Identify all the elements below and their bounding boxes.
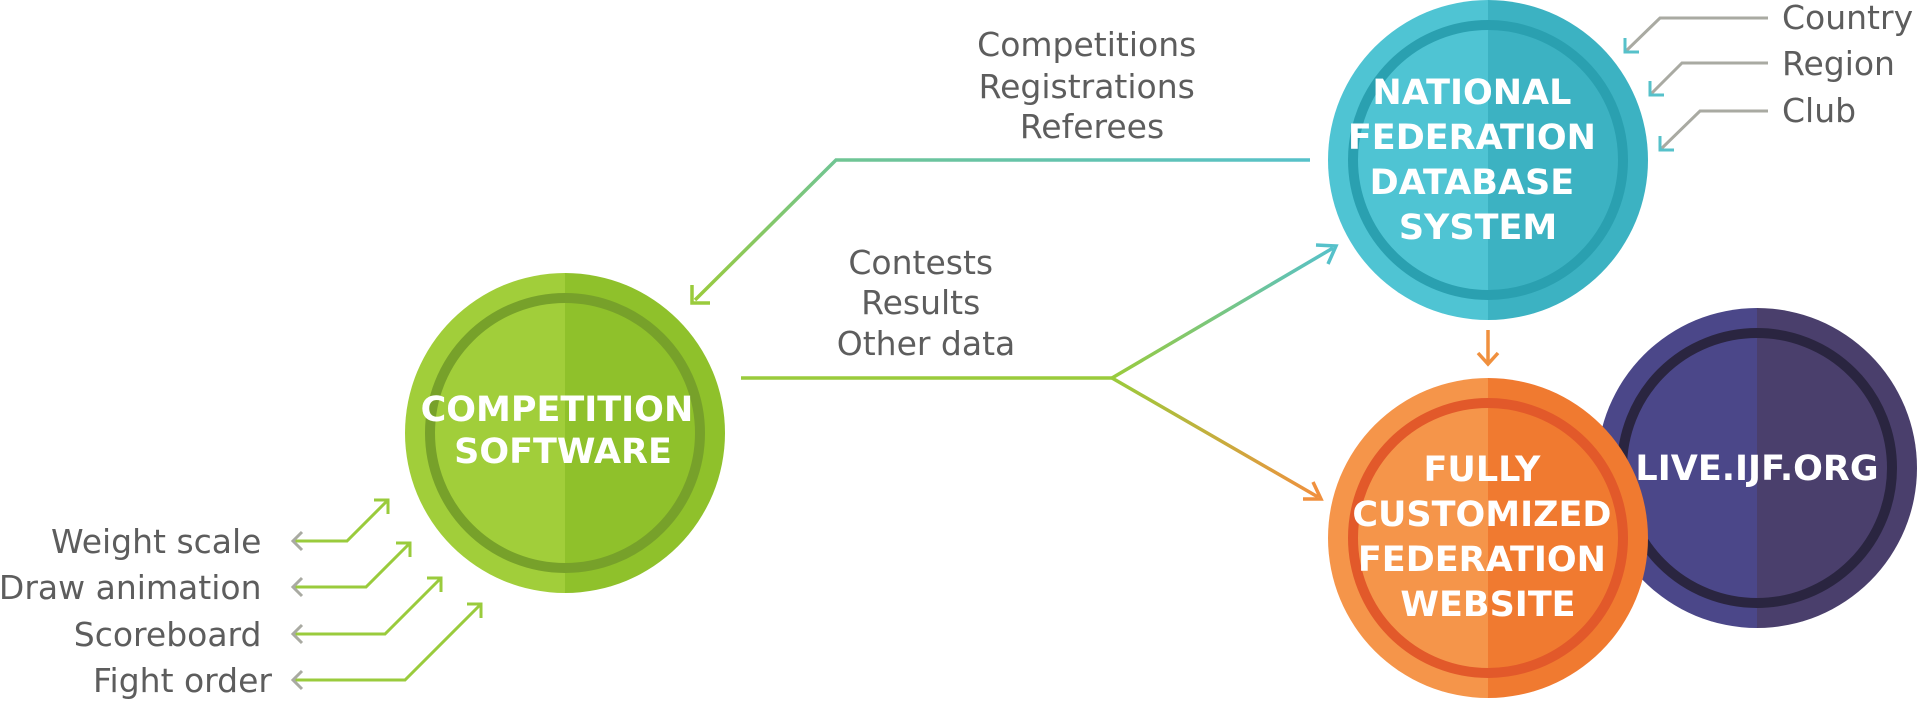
- website-label-line: FULLY: [1423, 450, 1540, 490]
- arrowhead-icon: [1303, 481, 1324, 501]
- middle-flow-labels: Contests Results Other data: [837, 243, 1016, 363]
- database-label-line: SYSTEM: [1399, 208, 1557, 248]
- device-output-label: Fight order: [93, 661, 272, 700]
- database-ring: [1348, 20, 1628, 300]
- software-to-outputs-connector: [741, 243, 1339, 501]
- arrowhead-icon: [1476, 351, 1500, 367]
- software-label-line: SOFTWARE: [454, 432, 672, 472]
- svg-text:COMPETITION SOFTWARE: COMPETITION SOFTWARE: [421, 390, 706, 472]
- middle-flow-label: Results: [861, 283, 980, 322]
- svg-text:NATIONAL FEDERATION: NATIONAL FEDERATION DATABASE SYSTEM: [1348, 73, 1608, 248]
- top-flow-label: Referees: [1020, 107, 1164, 146]
- software-label-line: COMPETITION: [421, 390, 694, 430]
- geo-input-arrows: [1623, 16, 1768, 152]
- database-label-line: NATIONAL: [1372, 73, 1571, 113]
- database-to-software-connector: [690, 158, 1310, 305]
- geo-input-labels: Country Region Club: [1782, 0, 1920, 130]
- database-node: NATIONAL FEDERATION DATABASE SYSTEM: [1328, 0, 1648, 320]
- database-label-line: DATABASE: [1370, 163, 1575, 203]
- database-label-line: FEDERATION: [1348, 118, 1596, 158]
- geo-input-label: Club: [1782, 91, 1856, 130]
- arrowhead-icon: [1315, 243, 1339, 265]
- middle-flow-label: Contests: [848, 243, 993, 282]
- website-ring: [1348, 398, 1628, 678]
- top-flow-label: Competitions: [977, 25, 1196, 64]
- arrowhead-icon: [690, 285, 710, 305]
- software-ring: [425, 293, 705, 573]
- website-node: FULLY CUSTOMIZED FEDERATION WEBSITE: [1328, 378, 1648, 698]
- device-output-label: Weight scale: [51, 522, 262, 561]
- top-flow-label: Registrations: [979, 67, 1195, 106]
- svg-text:FULLY CUSTOMIZED F: FULLY CUSTOMIZED FEDERATION WEBSITE: [1352, 450, 1623, 625]
- device-output-arrows: [290, 498, 483, 691]
- database-to-website-arrow: [1476, 330, 1500, 367]
- svg-text:LIVE.IJF.ORG: LIVE.IJF.ORG: [1635, 449, 1878, 489]
- device-output-labels: Weight scale Draw animation Scoreboard F…: [0, 522, 272, 700]
- software-node: COMPETITION SOFTWARE: [405, 273, 725, 593]
- live-ijf-node: LIVE.IJF.ORG: [1597, 308, 1917, 628]
- device-output-label: Draw animation: [0, 568, 262, 607]
- top-flow-labels: Competitions Registrations Referees: [977, 25, 1207, 146]
- website-label-line: FEDERATION: [1358, 540, 1606, 580]
- website-label-line: CUSTOMIZED: [1352, 495, 1611, 535]
- geo-input-label: Country: [1782, 0, 1913, 37]
- live-label: LIVE.IJF.ORG: [1635, 449, 1878, 489]
- website-label-line: WEBSITE: [1400, 585, 1575, 625]
- device-output-label: Scoreboard: [74, 615, 262, 654]
- geo-input-label: Region: [1782, 44, 1895, 83]
- middle-flow-label: Other data: [837, 324, 1016, 363]
